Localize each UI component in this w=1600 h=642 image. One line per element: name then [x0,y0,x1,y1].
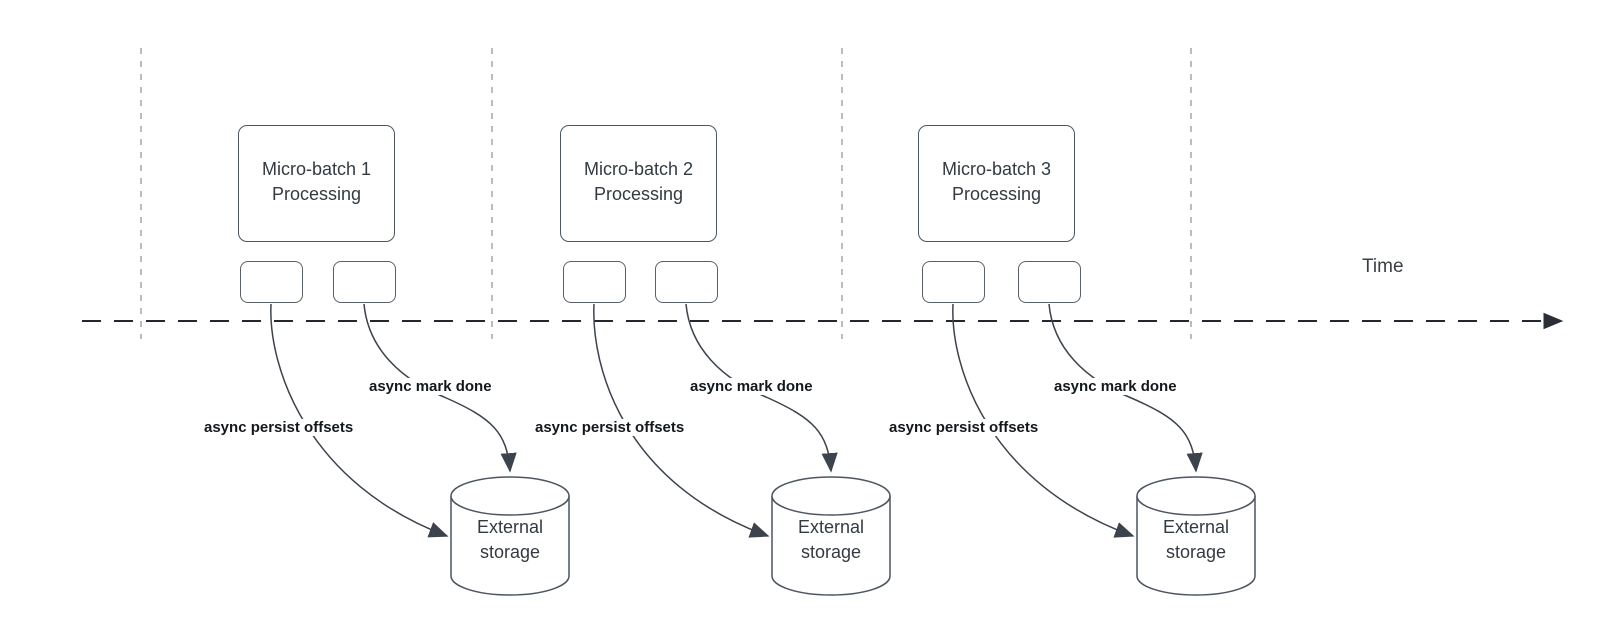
mark-done-label-2: async mark done [688,378,815,395]
offset-task-box-2 [563,261,626,303]
time-label: Time [1362,256,1404,277]
persist-offsets-label-2: async persist offsets [533,419,687,436]
mark-done-arrow-3 [1048,303,1203,473]
micro-batch-box-3: Micro-batch 3 Processing [918,125,1075,242]
storage-label-1: External storage [476,517,544,562]
mark-done-task-box-1 [333,261,396,303]
storage-label-2: External storage [797,517,865,562]
storage-cylinder-3 [1136,476,1256,596]
mark-done-label-1: async mark done [367,378,494,395]
mark-done-arrow-1 [363,303,517,473]
mark-done-label-3: async mark done [1052,378,1179,395]
persist-offsets-label-1: async persist offsets [202,419,356,436]
offset-task-box-3 [922,261,985,303]
micro-batch-box-2: Micro-batch 2 Processing [560,125,717,242]
gridlines [140,48,1192,339]
offset-task-box-1 [240,261,303,303]
storage-cylinders [450,476,1256,596]
mark-done-arrow-2 [685,303,838,473]
micro-batch-box-1: Micro-batch 1 Processing [238,125,395,242]
mark-done-task-box-2 [655,261,718,303]
persist-offsets-label-3: async persist offsets [887,419,1041,436]
storage-cylinder-1 [450,476,570,596]
mark-done-task-box-3 [1018,261,1081,303]
storage-label-3: External storage [1162,517,1230,562]
flow-arrows [270,303,1203,538]
storage-cylinder-2 [771,476,891,596]
